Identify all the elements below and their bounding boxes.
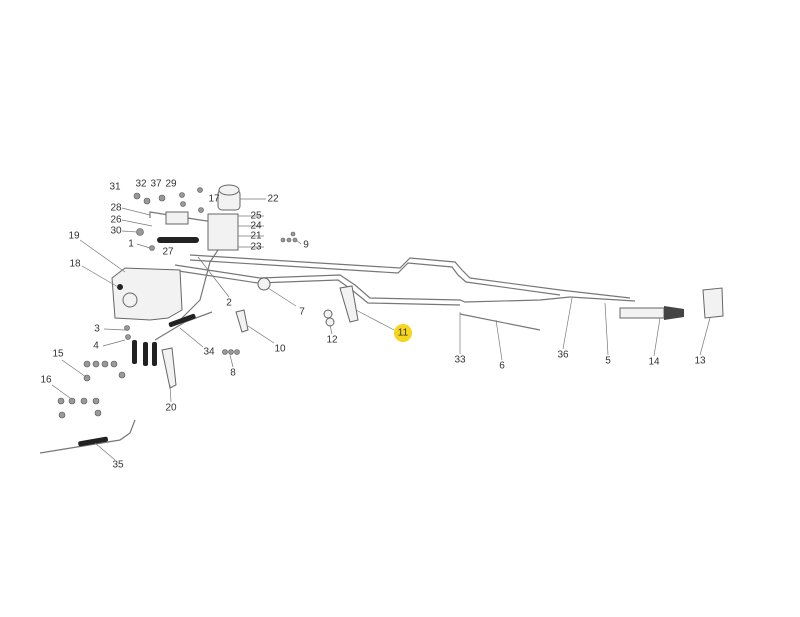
callout-11[interactable]: 11: [398, 328, 409, 339]
callout-5: 5: [605, 356, 611, 367]
callout-26: 26: [110, 215, 122, 226]
rod-35: [39, 419, 136, 454]
callout-36: 36: [557, 350, 569, 361]
callout-31: 31: [109, 182, 121, 193]
pedal-box: [111, 267, 183, 321]
callout-17: 17: [208, 194, 220, 205]
callout-32: 32: [135, 179, 147, 190]
bracket-plate: [207, 213, 239, 251]
callout-24: 24: [250, 221, 262, 232]
callout-13: 13: [694, 356, 706, 367]
callout-8: 8: [230, 368, 236, 379]
reservoir: [217, 184, 241, 211]
callout-28: 28: [110, 203, 122, 214]
callout-23: 23: [250, 242, 262, 253]
callout-27: 27: [162, 247, 174, 258]
callout-25: 25: [250, 211, 262, 222]
springs: [132, 340, 157, 366]
callout-3: 3: [94, 324, 100, 335]
boot-14: [664, 306, 684, 320]
callout-20: 20: [165, 403, 177, 414]
callout-7: 7: [299, 307, 305, 318]
callout-21: 21: [250, 231, 262, 242]
valve-block: [165, 211, 189, 225]
callout-1: 1: [128, 239, 134, 250]
lever-11: [339, 285, 359, 323]
bracket-13: [702, 287, 724, 319]
lever-10: [235, 309, 249, 333]
callout-30: 30: [110, 226, 122, 237]
callout-33: 33: [454, 355, 466, 366]
callout-18: 18: [69, 259, 81, 270]
grip-27: [157, 237, 199, 243]
leader-lines: [51, 198, 711, 461]
callout-19: 19: [68, 231, 80, 242]
callout-12: 12: [326, 335, 338, 346]
callout-4: 4: [93, 341, 99, 352]
callout-34: 34: [203, 347, 215, 358]
callout-9: 9: [303, 240, 309, 251]
callout-14: 14: [648, 357, 660, 368]
callout-16: 16: [40, 375, 52, 386]
cylinder-14: [619, 307, 665, 319]
lever-20: [161, 347, 177, 389]
highlight-marker: [394, 324, 412, 342]
callout-35: 35: [112, 460, 124, 471]
fasteners: [57, 187, 298, 419]
callout-22: 22: [267, 194, 279, 205]
callout-10: 10: [274, 344, 286, 355]
callout-37: 37: [150, 179, 162, 190]
clamp-7: [257, 277, 271, 291]
callout-15: 15: [52, 349, 64, 360]
callout-29: 29: [165, 179, 177, 190]
callout-2: 2: [226, 298, 232, 309]
callout-6: 6: [499, 361, 505, 372]
